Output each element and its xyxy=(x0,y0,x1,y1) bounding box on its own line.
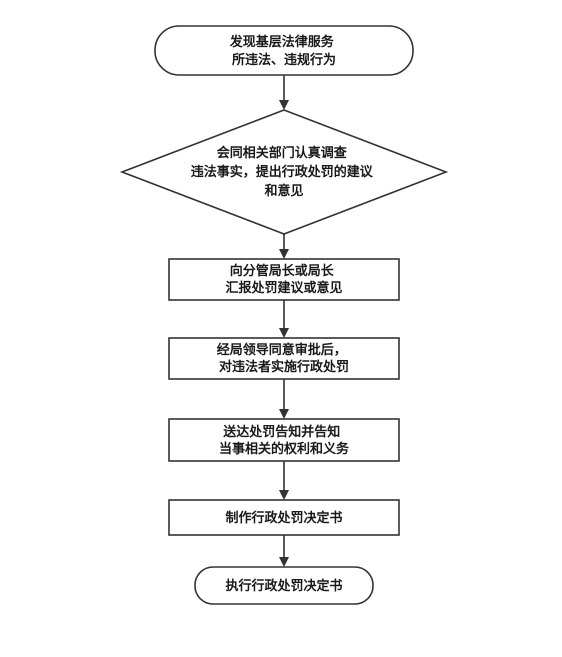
end-terminator-shape xyxy=(194,566,374,605)
step-draft-decision-box xyxy=(168,499,400,536)
step-report-label: 向分管局长或局长 汇报处罚建议或意见 xyxy=(225,263,342,296)
connector-decision-to-step1 xyxy=(279,234,289,259)
step-approve-line-1: 经局领导同意审批后， xyxy=(217,342,347,358)
step-notify-label: 送达处罚告知并告知 当事相关的权利和义务 xyxy=(219,424,350,457)
connector-step3-to-step4 xyxy=(279,461,289,500)
step-draft-decision-label: 制作行政处罚决定书 xyxy=(225,510,342,526)
arrow-head xyxy=(279,557,289,567)
step-report-line-1: 向分管局长或局长 xyxy=(230,263,335,279)
step-notify-box xyxy=(168,418,400,462)
step-notify-line-2: 当事相关的权利和义务 xyxy=(219,441,350,457)
arrow-head xyxy=(279,490,289,500)
end-label: 执行行政处罚决定书 xyxy=(225,578,342,594)
start-label-line-2: 所违法、违规行为 xyxy=(232,52,336,68)
step-notify-node: 送达处罚告知并告知 当事相关的权利和义务 xyxy=(168,418,400,462)
start-label-line-1: 发现基层法律服务 xyxy=(229,34,335,50)
start-node: 发现基层法律服务 所违法、违规行为 xyxy=(154,25,414,76)
step-draft-decision-node: 制作行政处罚决定书 xyxy=(168,499,400,536)
start-label: 发现基层法律服务 所违法、违规行为 xyxy=(229,34,339,68)
decision-label: 会同相关部门认真调查 违法事实，提出行政处罚的建议 和意见 xyxy=(191,145,378,199)
end-label-line-1: 执行行政处罚决定书 xyxy=(225,578,342,594)
connector-step2-to-step3 xyxy=(279,379,289,419)
decision-label-line-3: 和意见 xyxy=(264,183,303,199)
arrow-head xyxy=(279,249,289,259)
step-approve-label: 经局领导同意审批后， 对违法者实施行政处罚 xyxy=(217,342,352,375)
connector-start-to-decision xyxy=(279,75,289,110)
connector-step1-to-step2 xyxy=(279,300,289,338)
step-notify-line-1: 送达处罚告知并告知 xyxy=(222,424,340,440)
step-approve-node: 经局领导同意审批后， 对违法者实施行政处罚 xyxy=(168,337,400,380)
step-report-node: 向分管局长或局长 汇报处罚建议或意见 xyxy=(168,258,400,301)
connector-step4-to-end xyxy=(279,535,289,567)
end-node: 执行行政处罚决定书 xyxy=(194,566,374,605)
arrow-head xyxy=(279,328,289,338)
arrow-head xyxy=(279,409,289,419)
step-draft-decision-line-1: 制作行政处罚决定书 xyxy=(225,510,342,526)
decision-label-line-2: 违法事实，提出行政处罚的建议 xyxy=(191,164,374,180)
arrow-head xyxy=(279,100,289,110)
decision-label-line-1: 会同相关部门认真调查 xyxy=(217,145,348,161)
step-approve-line-2: 对违法者实施行政处罚 xyxy=(219,359,349,375)
step-report-line-2: 汇报处罚建议或意见 xyxy=(225,280,342,296)
decision-node: 会同相关部门认真调查 违法事实，提出行政处罚的建议 和意见 xyxy=(119,109,449,235)
